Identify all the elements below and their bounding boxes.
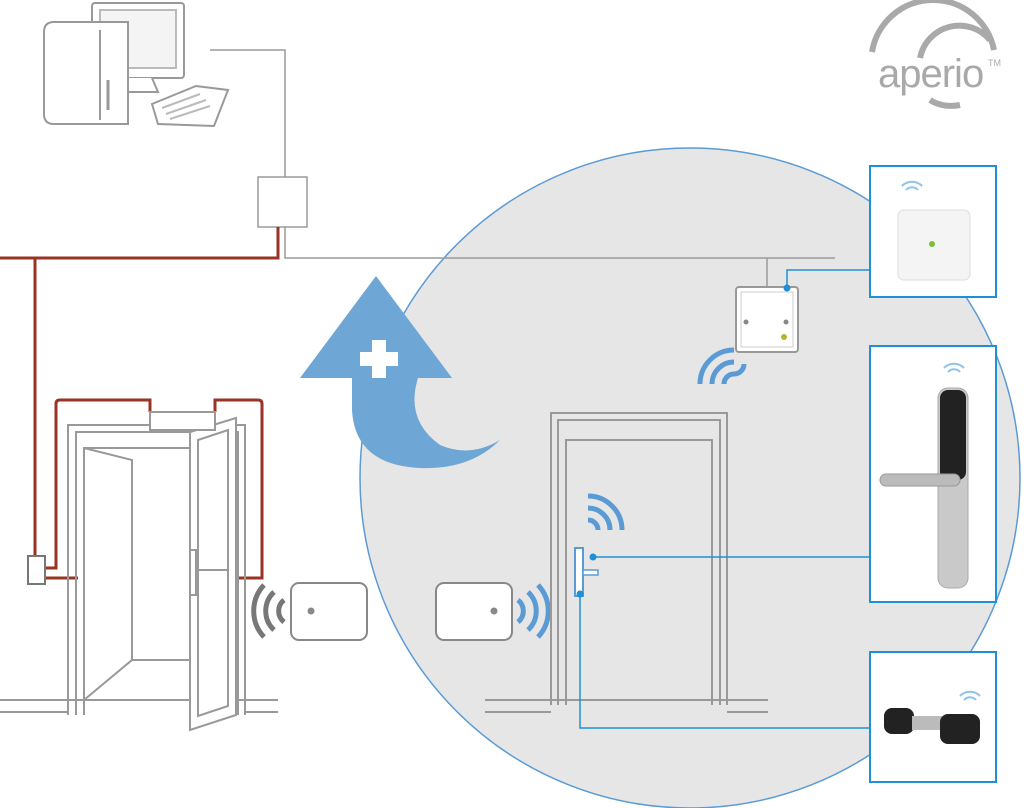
door-closer-icon (149, 411, 216, 431)
cylinder-lock-product (869, 651, 997, 783)
access-card-icon (290, 582, 368, 641)
aperio-logo-mark (869, 0, 997, 109)
access-card-icon (435, 582, 513, 641)
plus-icon (360, 340, 398, 378)
aperio-hub-icon (735, 286, 799, 353)
wireless-wave-icon (251, 583, 286, 639)
keyboard-icon (150, 84, 230, 128)
network-line (210, 49, 835, 259)
escutcheon-lock-product (869, 345, 997, 603)
wall-reader-product (869, 165, 997, 298)
card-reader-icon (27, 555, 46, 585)
product-link-lines (579, 269, 870, 729)
wireless-wave-icon (516, 583, 551, 639)
aperio-logo-trademark: TM (988, 58, 1001, 68)
aperio-logo: aperio (878, 52, 984, 96)
wireless-wave-icon (587, 493, 625, 531)
aperio-zone-circle (359, 147, 1021, 808)
aperio-door (485, 412, 768, 713)
network-box-icon (257, 176, 308, 228)
online-wiring (0, 227, 280, 580)
online-door (0, 416, 278, 732)
upgrade-arrow-icon (300, 276, 500, 469)
computer-icon (43, 2, 185, 125)
wireless-wave-icon (697, 347, 747, 385)
escutcheon-lock-icon (574, 547, 584, 597)
